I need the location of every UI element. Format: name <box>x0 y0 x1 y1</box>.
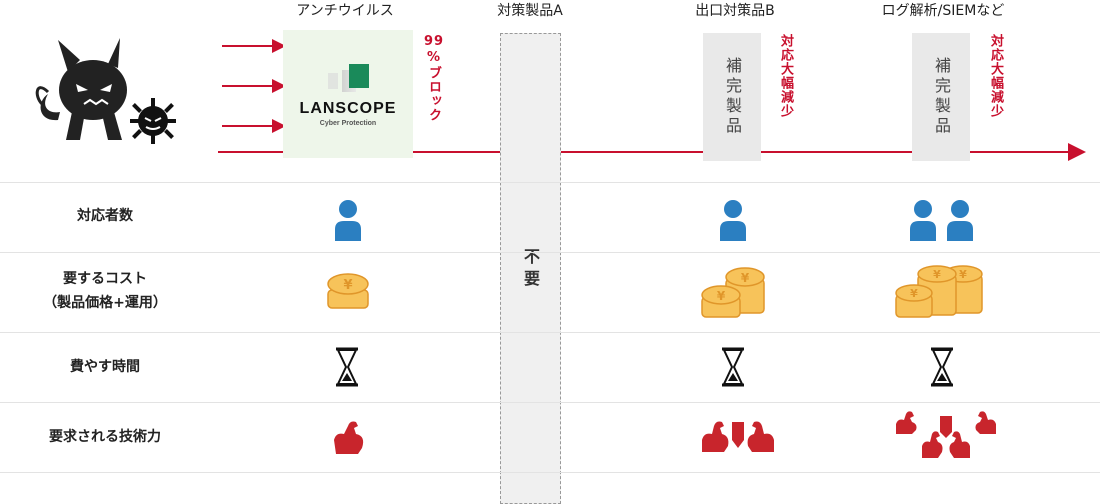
svg-text:¥: ¥ <box>933 268 941 281</box>
attack-arrow-3 <box>222 119 286 133</box>
row-label-skill: 要求される技術力 <box>49 429 161 445</box>
product-a-not-needed: 不要 <box>521 248 540 292</box>
lanscope-name: LANSCOPE <box>299 100 397 117</box>
block-rate-number: 99 <box>424 34 445 49</box>
lanscope-card <box>283 30 413 158</box>
attack-arrow-1 <box>222 39 286 53</box>
row-divider <box>0 472 1100 473</box>
devil-icon <box>35 38 127 140</box>
hourglass-icon <box>336 347 358 387</box>
row-divider <box>0 182 1100 183</box>
yen-coin-icon: ¥ ¥ ¥ <box>895 265 983 318</box>
column-title-log-analysis: ログ解析/SIEMなど <box>881 3 1005 19</box>
flexed-arm-icon <box>702 421 774 452</box>
yen-coin-icon: ¥ ¥ <box>701 267 765 318</box>
person-icon <box>335 200 361 241</box>
timeline-arrow-head <box>1068 143 1086 161</box>
row-label-time: 費やす時間 <box>70 359 140 375</box>
column-title-product-a: 対策製品A <box>497 3 563 19</box>
block-rate-text: %ブロック <box>426 50 441 122</box>
svg-text:¥: ¥ <box>959 268 967 281</box>
svg-text:¥: ¥ <box>910 287 918 300</box>
virus-icon <box>130 98 176 144</box>
row-label-cost: 要するコスト <box>63 271 147 287</box>
row-label-responders: 対応者数 <box>77 208 133 224</box>
svg-text:¥: ¥ <box>717 289 726 303</box>
complement-box-b: 補完製品 <box>703 33 761 161</box>
timeline-arrow-line <box>218 151 1068 153</box>
row-divider <box>0 252 1100 253</box>
column-title-exit-product-b: 出口対策品B <box>695 3 775 19</box>
yen-coin-icon: ¥ <box>327 273 369 309</box>
row-divider <box>0 402 1100 403</box>
lanscope-logo-mark <box>349 64 369 88</box>
person-icon <box>910 200 936 241</box>
attack-arrow-2 <box>222 79 286 93</box>
lanscope-subtitle: Cyber Protection <box>319 120 377 127</box>
lanscope-logo-mark <box>328 73 338 89</box>
svg-text:¥: ¥ <box>741 271 750 285</box>
person-icon <box>947 200 973 241</box>
product-a-column <box>500 33 561 504</box>
column-title-antivirus: アンチウイルス <box>296 3 394 19</box>
complement-note-siem: 対応大幅減少 <box>988 34 1003 118</box>
row-label-cost-detail: （製品価格+運用） <box>43 295 167 311</box>
svg-text:¥: ¥ <box>343 278 352 293</box>
hourglass-icon <box>722 347 744 387</box>
flexed-arm-icon <box>334 421 364 454</box>
hourglass-icon <box>931 347 953 387</box>
complement-note-b: 対応大幅減少 <box>778 34 793 118</box>
person-icon <box>720 200 746 241</box>
row-divider <box>0 332 1100 333</box>
flexed-arm-icon <box>896 411 996 458</box>
complement-box-siem: 補完製品 <box>912 33 970 161</box>
